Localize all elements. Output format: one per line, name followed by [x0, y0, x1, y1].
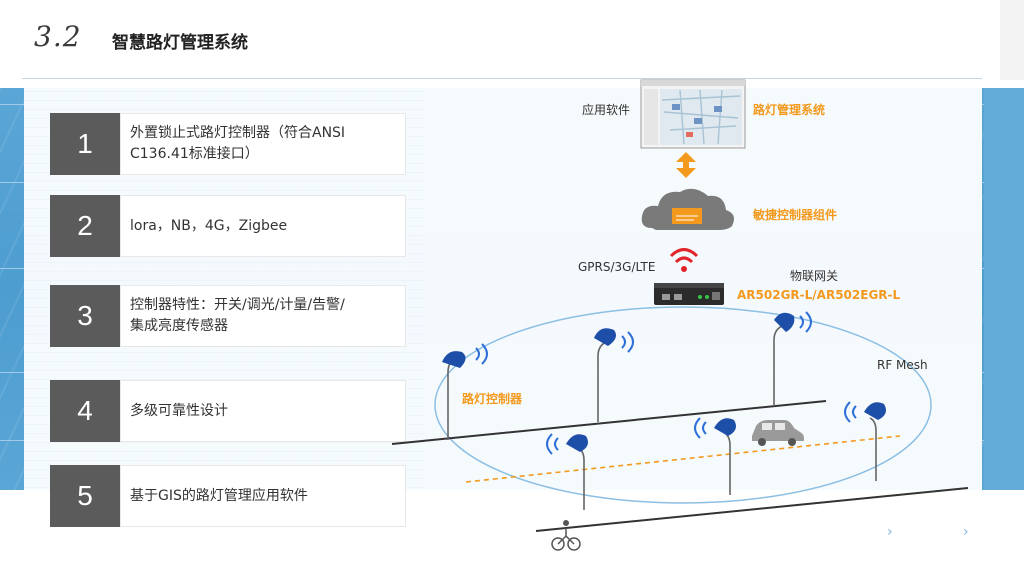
feature-line: 控制器特性：开关/调光/计量/告警/: [130, 297, 345, 313]
road-lower: [535, 487, 969, 532]
corner-decoration: [1000, 0, 1024, 80]
road-center-line: [465, 435, 901, 483]
streetlight-system-label: 路灯管理系统: [753, 103, 826, 117]
streetlight-pole: [773, 311, 812, 406]
rf-mesh-boundary: [434, 306, 932, 504]
road-upper: [391, 400, 827, 445]
header: 3.2 智慧路灯管理系统: [0, 0, 1024, 80]
lamp-controller-label: 路灯控制器: [462, 392, 523, 406]
chevron-right-icon: ›: [963, 524, 969, 540]
feature-number: 4: [50, 380, 120, 442]
iot-gateway-label: 物联网关: [790, 269, 839, 283]
double-arrow-icon: [676, 152, 696, 178]
network-label: GPRS/3G/LTE: [578, 260, 656, 274]
feature-text: 控制器特性：开关/调光/计量/告警/ 集成亮度传感器: [120, 285, 406, 347]
streetlight-pole: [546, 433, 588, 510]
agile-controller-label: 敏捷控制器组件: [753, 208, 838, 222]
feature-text: 多级可靠性设计: [120, 380, 406, 442]
right-edge-band: [984, 88, 1024, 490]
feature-item: 2 lora，NB，4G，Zigbee: [50, 195, 406, 257]
gateway-model-label: AR502GR-L/AR502EGR-L: [737, 288, 901, 302]
streetlight-pole: [442, 343, 488, 440]
streetlight-pole: [844, 401, 886, 481]
chevron-right-icon: ›: [887, 524, 893, 540]
map-software-thumbnail: [640, 79, 746, 149]
feature-item: 3 控制器特性：开关/调光/计量/告警/ 集成亮度传感器: [50, 285, 406, 347]
feature-item: 4 多级可靠性设计: [50, 380, 406, 442]
feature-number: 2: [50, 195, 120, 257]
feature-text: lora，NB，4G，Zigbee: [120, 195, 406, 257]
feature-text: 基于GIS的路灯管理应用软件: [120, 465, 406, 527]
feature-line: C136.41标准接口）: [130, 146, 259, 162]
app-software-label: 应用软件: [582, 103, 631, 117]
cloud-icon: [641, 188, 734, 230]
feature-number: 1: [50, 113, 120, 175]
rf-mesh-label: RF Mesh: [877, 358, 928, 372]
feature-line: 集成亮度传感器: [130, 318, 228, 334]
feature-line: lora，NB，4G，Zigbee: [130, 217, 288, 234]
feature-number: 5: [50, 465, 120, 527]
feature-number: 3: [50, 285, 120, 347]
cyclist-icon: [551, 520, 581, 551]
wireless-signal-icon: [669, 248, 699, 272]
feature-line: 基于GIS的路灯管理应用软件: [130, 487, 308, 504]
section-number: 3.2: [34, 20, 82, 53]
feature-line: 外置锁止式路灯控制器（符合ANSI: [130, 125, 346, 141]
feature-line: 多级可靠性设计: [130, 402, 228, 419]
feature-text: 外置锁止式路灯控制器（符合ANSI C136.41标准接口）: [120, 113, 406, 175]
streetlight-pole: [694, 417, 736, 495]
streetlight-pole: [594, 328, 634, 422]
feature-item: 5 基于GIS的路灯管理应用软件: [50, 465, 406, 527]
page-title: 智慧路灯管理系统: [112, 33, 248, 53]
car-icon: [752, 420, 804, 446]
header-divider: [22, 78, 982, 79]
feature-item: 1 外置锁止式路灯控制器（符合ANSI C136.41标准接口）: [50, 113, 406, 175]
iot-gateway-device: [654, 283, 724, 305]
